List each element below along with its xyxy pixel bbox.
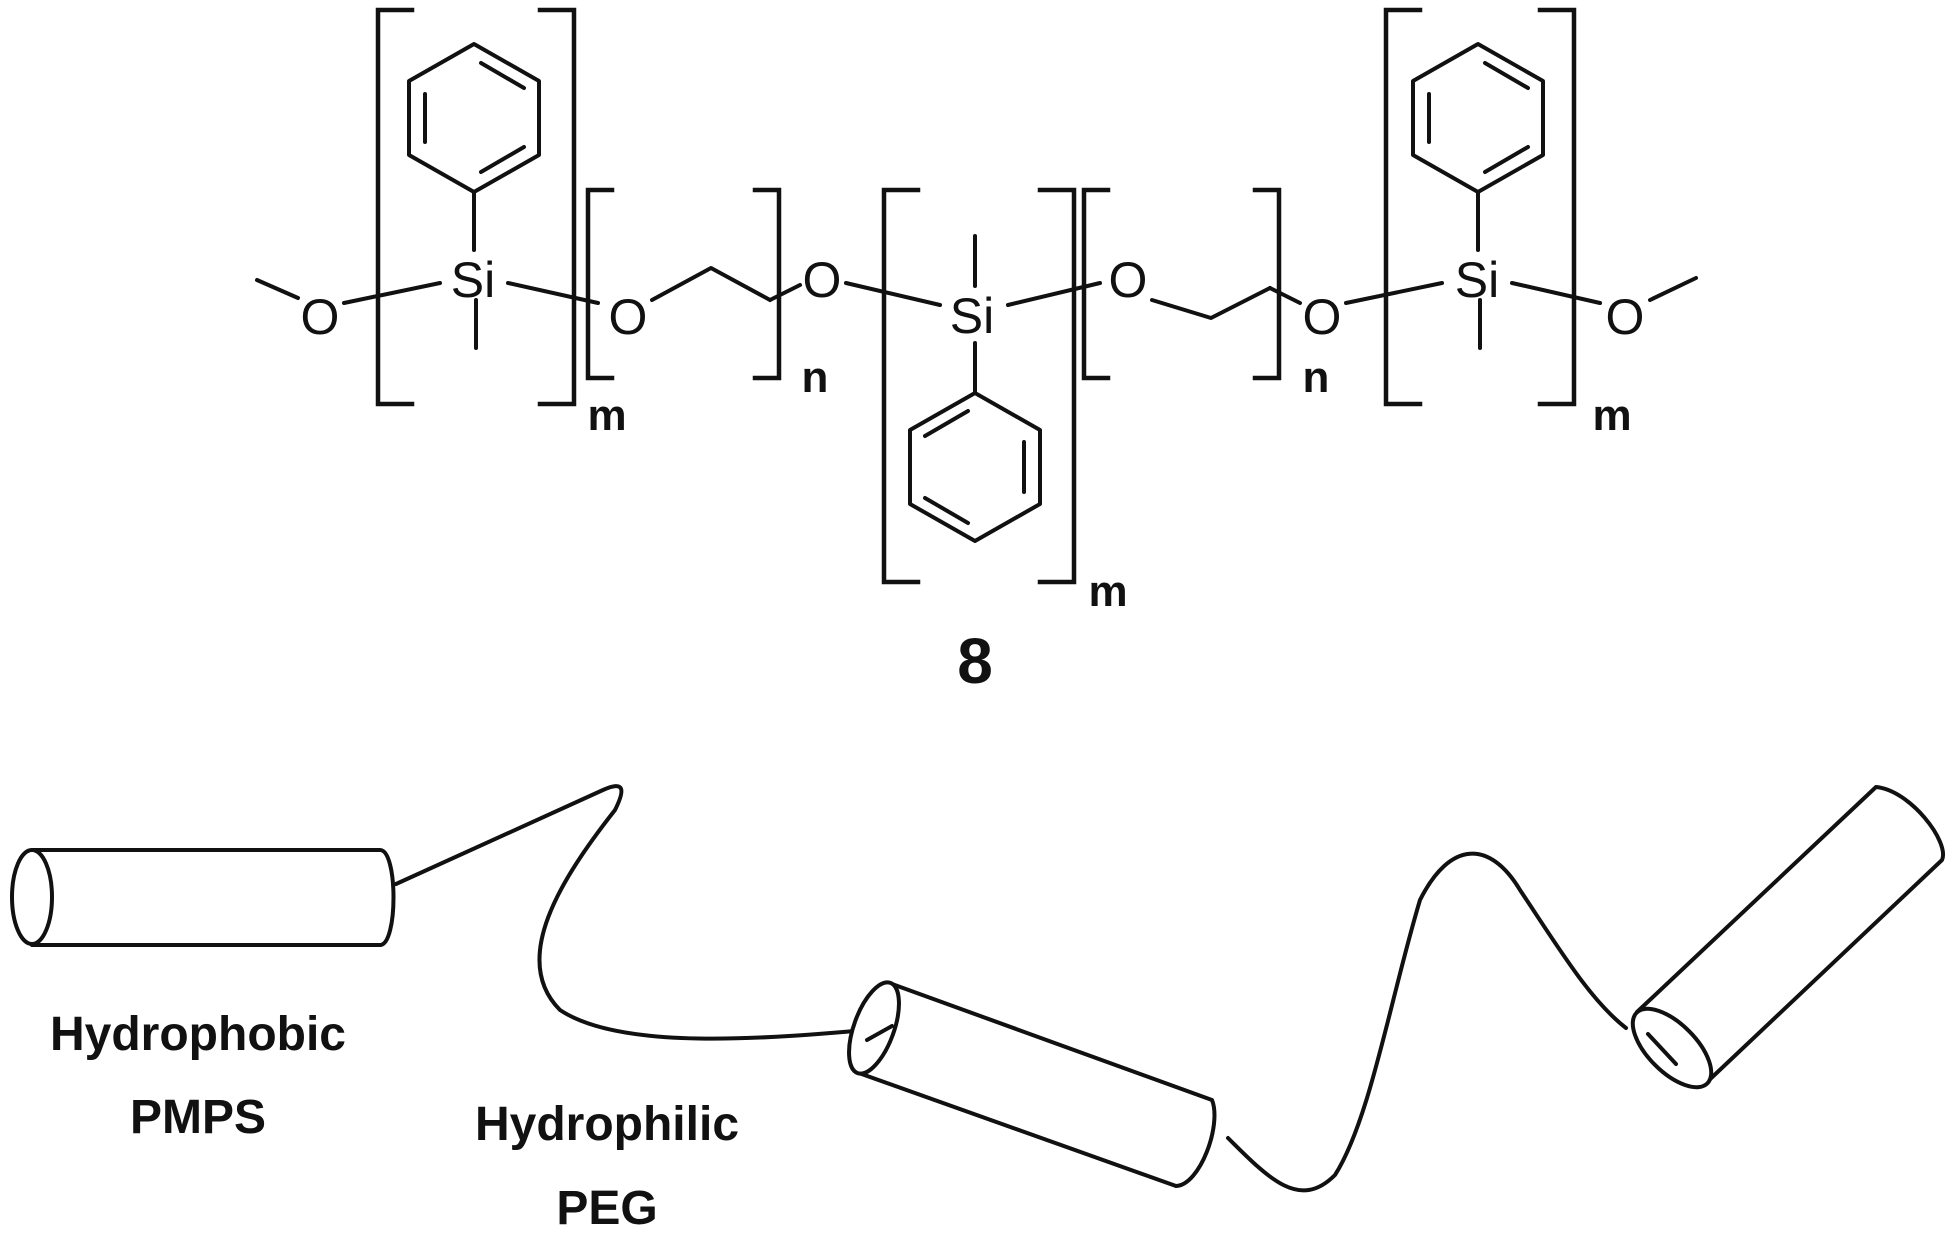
polymer-cartoon: Hydrophobic PMPS Hydrophilic PEG — [10, 784, 1946, 1234]
atom-si-left: Si — [451, 252, 495, 308]
bracket-center-close — [1037, 187, 1077, 585]
bracket-peg1-close — [752, 187, 782, 381]
phenyl-ring-right — [1411, 42, 1545, 194]
bracket-peg2-open — [1081, 187, 1111, 381]
atom-si-right: Si — [1455, 252, 1499, 308]
bond-ethylene-1 — [650, 266, 772, 302]
bond-c-o-peg2 — [1268, 286, 1302, 305]
subscript-m-left: m — [587, 391, 626, 440]
peg-chain-second — [1226, 851, 1628, 1193]
bond-si-o-peg1 — [506, 281, 600, 305]
atom-o-peg2-end: O — [1303, 289, 1342, 345]
label-peg-line2: PEG — [556, 1182, 657, 1234]
label-pmps-line2: PMPS — [130, 1091, 266, 1144]
pmps-block-right — [1630, 785, 1946, 1090]
atom-o-peg2-start: O — [1109, 252, 1148, 308]
bond-methyl-left — [255, 278, 300, 300]
subscript-n-second: n — [1303, 353, 1330, 402]
bracket-right-close — [1537, 7, 1577, 407]
atom-o-left-end: O — [301, 289, 340, 345]
pmps-block-left — [10, 848, 396, 947]
atom-o-right-end: O — [1606, 289, 1645, 345]
phenyl-ring-center — [908, 391, 1042, 543]
bracket-peg1-open — [585, 187, 615, 381]
atom-si-center: Si — [950, 288, 994, 344]
pmps-block-center — [847, 980, 1217, 1188]
chemical-structure: O m Si n O O m Si — [255, 7, 1698, 697]
compound-number: 8 — [957, 625, 993, 697]
bond-o-si-center — [844, 281, 942, 307]
phenyl-ring-left — [407, 42, 541, 194]
bond-c-o-peg1 — [768, 283, 802, 302]
bond-ethylene-2 — [1150, 286, 1272, 320]
bracket-center-open — [881, 187, 921, 585]
bracket-right-open — [1383, 7, 1423, 407]
bond-o-si-left — [342, 281, 442, 305]
peg-chain-first — [394, 784, 890, 1041]
subscript-m-right: m — [1592, 391, 1631, 440]
label-peg-line1: Hydrophilic — [475, 1098, 739, 1151]
bond-si-o-right-end — [1510, 281, 1602, 305]
bracket-left-close — [537, 7, 577, 407]
bracket-peg2-close — [1252, 187, 1282, 381]
bond-o-si-right — [1344, 281, 1444, 305]
atom-o-peg1-start: O — [609, 289, 648, 345]
subscript-m-center: m — [1088, 567, 1127, 616]
label-pmps-line1: Hydrophobic — [50, 1008, 346, 1061]
atom-o-peg1-end: O — [803, 252, 842, 308]
subscript-n-first: n — [802, 353, 829, 402]
bracket-left-open — [375, 7, 415, 407]
bond-methyl-right — [1648, 276, 1698, 302]
